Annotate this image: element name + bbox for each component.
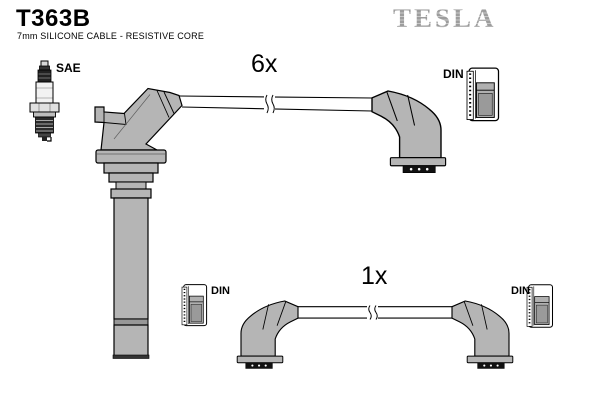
cable-break-icon	[367, 305, 378, 320]
coil-end-elbow-boot	[371, 90, 447, 174]
part-number: T363B	[16, 5, 91, 32]
cable-description: 7mm SILICONE CABLE - RESISTIVE CORE	[17, 31, 205, 41]
din-standard-label-top: DIN	[443, 67, 464, 81]
quantity-label-six: 6x	[251, 50, 278, 78]
single-lead-cable-illustration	[236, 300, 514, 370]
din-standard-label-bottom-right: DIN	[511, 285, 530, 297]
coil-end-elbow-boot	[451, 300, 514, 370]
spark-plug-elbow-boot	[236, 300, 299, 370]
spark-plug-illustration	[29, 60, 60, 142]
sae-standard-label: SAE	[56, 61, 81, 75]
six-lead-cable-illustration	[94, 87, 447, 359]
din-connector-icon	[526, 283, 554, 329]
din-standard-label-bottom-left: DIN	[211, 285, 230, 297]
cable-break-icon	[264, 94, 275, 114]
ignition-cable	[178, 95, 373, 112]
quantity-label-one: 1x	[361, 262, 388, 290]
din-connector-icon	[181, 283, 208, 327]
spark-plug-pencil-boot	[94, 87, 183, 359]
din-connector-icon	[465, 67, 500, 122]
brand-logo: TESLA	[393, 3, 497, 33]
